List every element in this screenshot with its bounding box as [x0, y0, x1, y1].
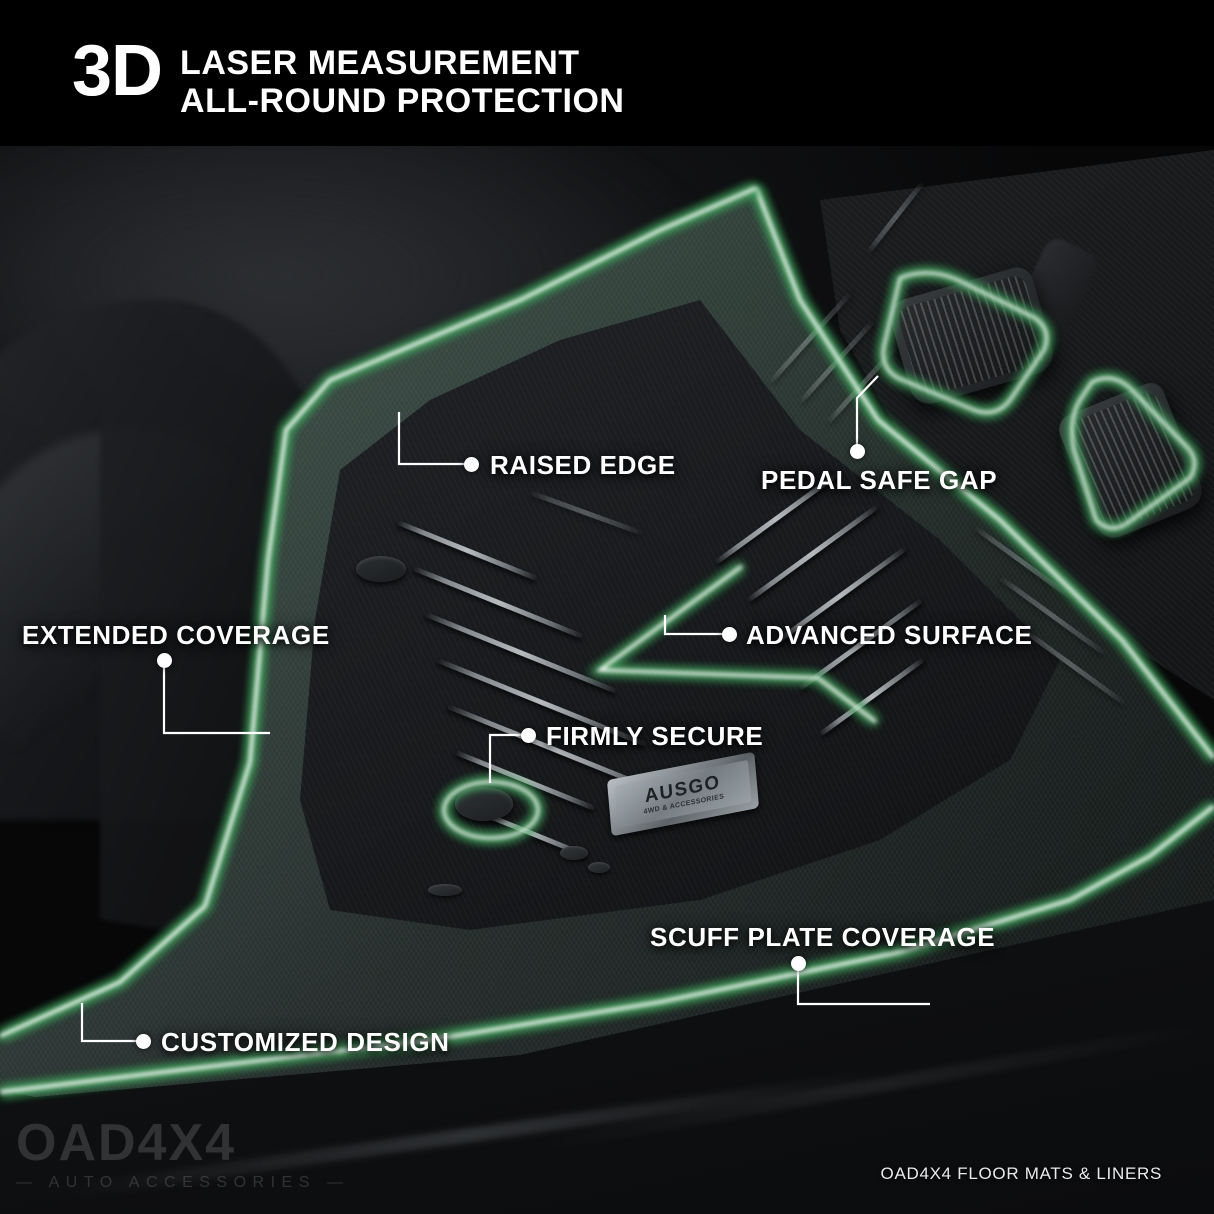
- header-band: 3D LASER MEASUREMENT ALL-ROUND PROTECTIO…: [0, 0, 1214, 146]
- callout-label-customized-design: CUSTOMIZED DESIGN: [161, 1027, 450, 1057]
- callout-label-pedal-safe-gap: PEDAL SAFE GAP: [761, 465, 998, 495]
- callout-label-firmly-secure: FIRMLY SECURE: [546, 721, 764, 751]
- callout-label-scuff-plate-coverage: SCUFF PLATE COVERAGE: [650, 922, 996, 952]
- header-3d-badge: 3D: [72, 31, 163, 111]
- header-content: 3D LASER MEASUREMENT ALL-ROUND PROTECTIO…: [72, 31, 624, 120]
- header-line-1: LASER MEASUREMENT: [180, 44, 580, 82]
- callout-label-raised-edge: RAISED EDGE: [490, 450, 676, 480]
- callout-dot-firmly-secure[interactable]: [521, 728, 536, 743]
- header-title-block: LASER MEASUREMENT ALL-ROUND PROTECTION: [180, 36, 624, 120]
- footer-caption: OAD4X4 FLOOR MATS & LINERS: [880, 1164, 1162, 1183]
- callout-dot-raised-edge[interactable]: [464, 457, 479, 472]
- callout-dot-extended-coverage[interactable]: [157, 653, 172, 668]
- header-line-2: ALL-ROUND PROTECTION: [180, 82, 625, 121]
- callout-dot-pedal-safe-gap[interactable]: [850, 444, 865, 459]
- callout-dot-scuff-plate-coverage[interactable]: [791, 956, 806, 971]
- callout-label-extended-coverage: EXTENDED COVERAGE: [22, 620, 330, 650]
- callout-label-advanced-surface: ADVANCED SURFACE: [746, 620, 1033, 650]
- callout-dot-customized-design[interactable]: [136, 1034, 151, 1049]
- callout-dot-advanced-surface[interactable]: [722, 627, 737, 642]
